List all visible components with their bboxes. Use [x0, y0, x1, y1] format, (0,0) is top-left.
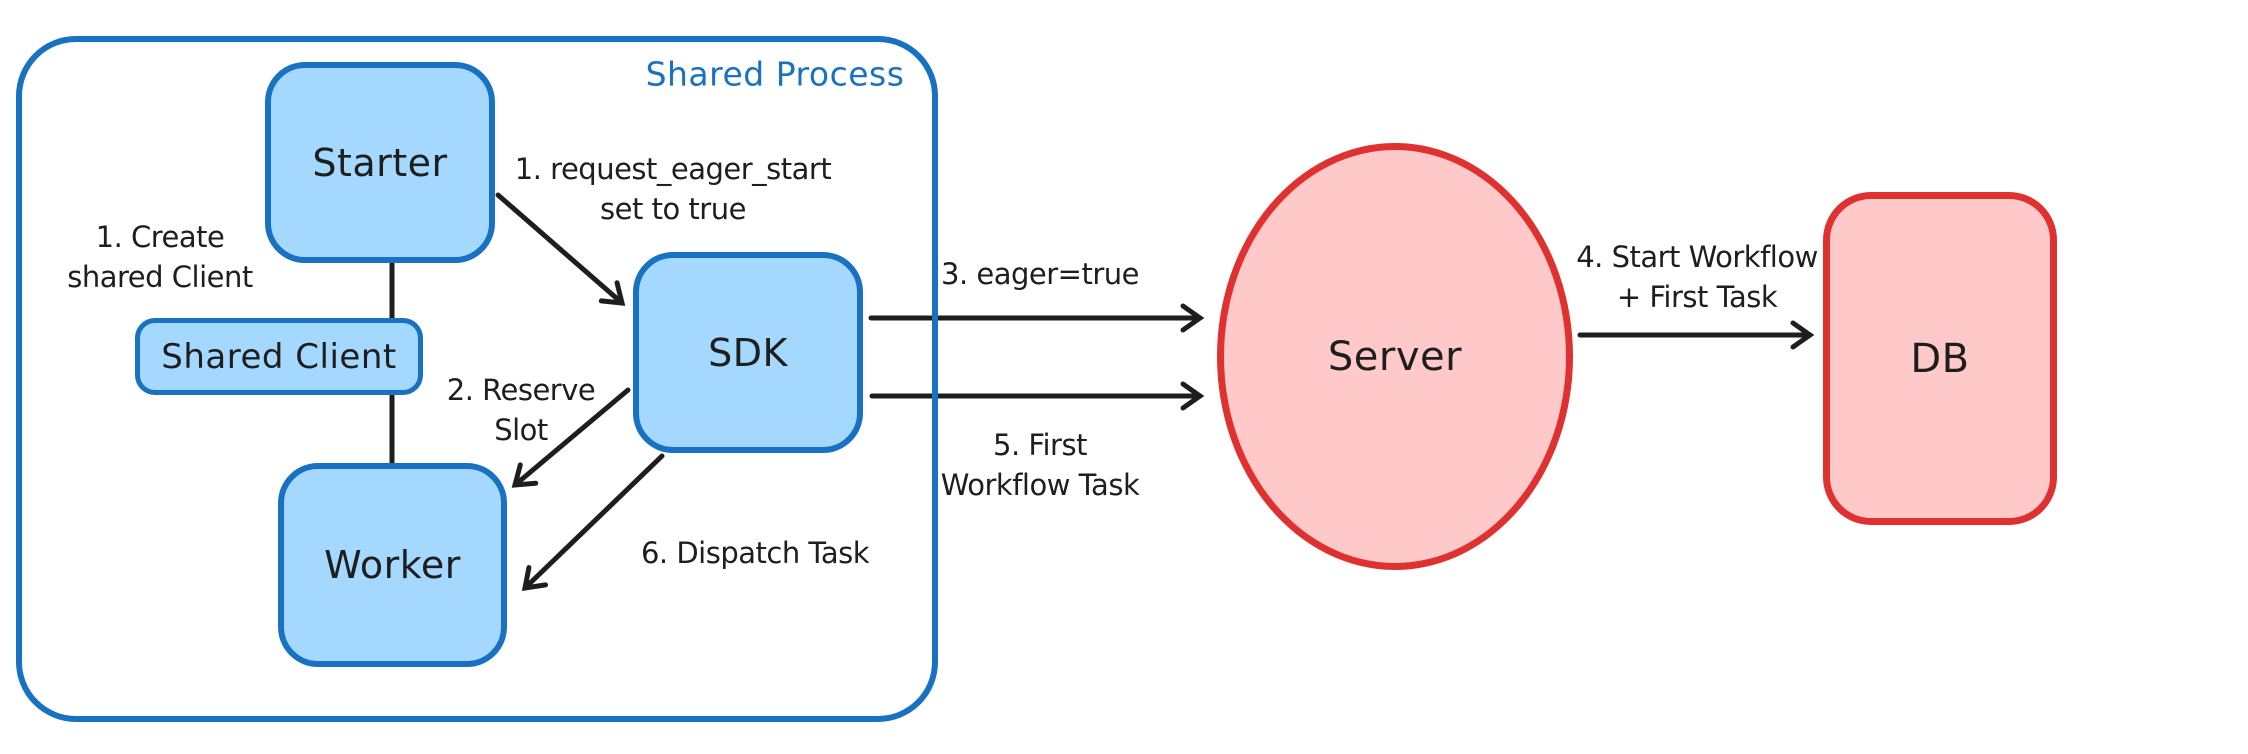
sdk-label: SDK — [708, 330, 788, 375]
db-label: DB — [1910, 335, 1970, 382]
annotation-eager-true: 3. eager=true — [941, 254, 1140, 294]
annotation-line: Workflow Task — [940, 468, 1140, 502]
annotation-line: 4. Start Workflow — [1576, 240, 1818, 274]
server-label: Server — [1327, 333, 1463, 380]
annotation-line: 1. Create — [95, 220, 225, 254]
node-worker: Worker — [278, 463, 507, 667]
node-starter: Starter — [265, 62, 495, 263]
annotation-first-workflow-task: 5. First Workflow Task — [940, 425, 1140, 505]
annotation-line: 3. eager=true — [941, 257, 1140, 291]
shared-process-label: Shared Process — [645, 54, 905, 94]
annotation-line: + First Task — [1616, 280, 1778, 314]
annotation-line: shared Client — [67, 260, 253, 294]
annotation-line: 5. First — [993, 428, 1087, 462]
annotation-line: Slot — [494, 413, 548, 447]
annotation-request-eager-start: 1. request_eager_start set to true — [514, 149, 832, 229]
annotation-line: 2. Reserve — [446, 373, 596, 407]
annotation-dispatch-task: 6. Dispatch Task — [640, 533, 870, 573]
annotation-reserve-slot: 2. Reserve Slot — [446, 370, 596, 450]
annotation-start-workflow: 4. Start Workflow + First Task — [1576, 237, 1818, 317]
arrow-sdk-to-worker-dispatch — [521, 453, 665, 592]
worker-label: Worker — [324, 543, 461, 587]
annotation-create-shared-client: 1. Create shared Client — [67, 217, 253, 297]
starter-label: Starter — [312, 140, 448, 185]
node-server: Server — [1217, 143, 1573, 570]
node-shared-client: Shared Client — [135, 318, 423, 395]
node-sdk: SDK — [633, 252, 863, 453]
annotation-line: 1. request_eager_start — [514, 152, 832, 186]
arrow-sdk-to-worker-reserve — [511, 387, 631, 488]
annotation-line: 6. Dispatch Task — [640, 536, 870, 570]
shared-process-container — [16, 36, 938, 722]
arrow-starter-to-sdk — [495, 192, 626, 306]
node-db: DB — [1823, 192, 2057, 525]
annotation-line: set to true — [600, 192, 746, 226]
shared-client-label: Shared Client — [161, 336, 397, 377]
